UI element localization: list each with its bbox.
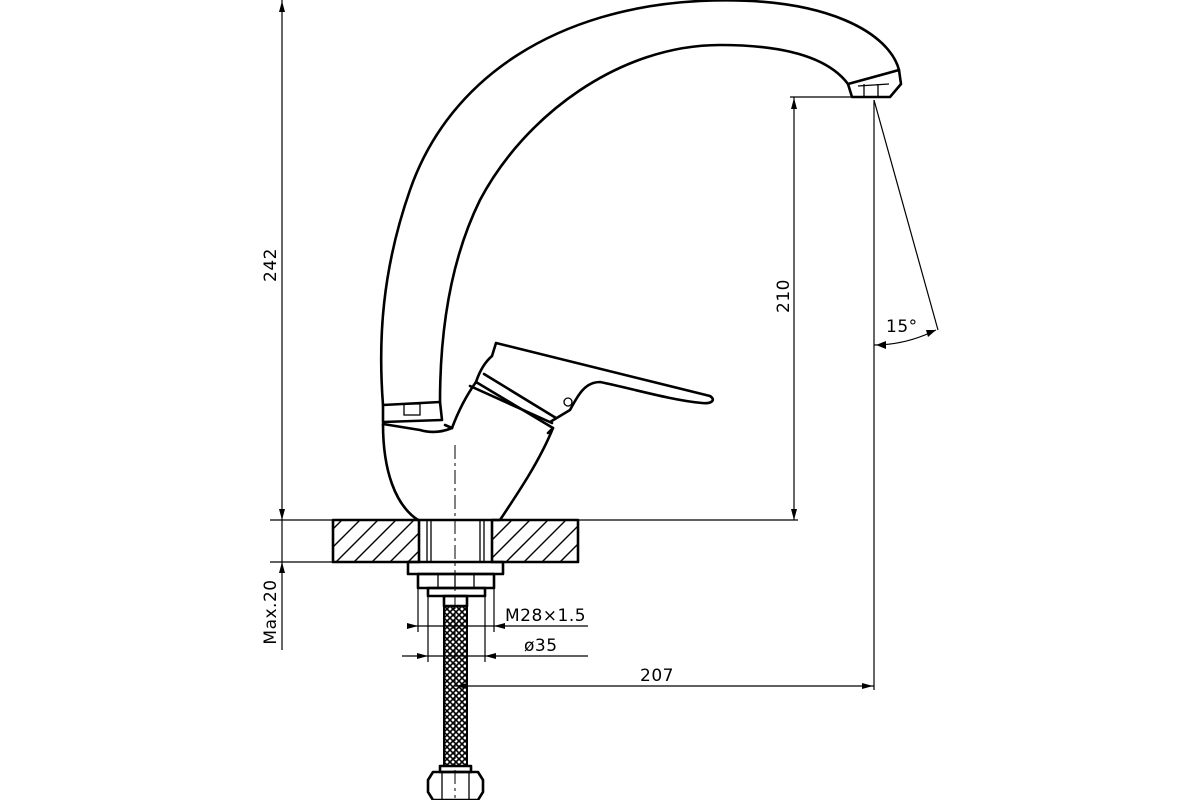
spout-tip [846,68,903,99]
countertop-hatching-left [333,520,419,562]
label-diameter: ø35 [524,636,558,656]
spout [379,0,903,424]
faucet-body [381,422,555,522]
label-total-height: 242 [261,248,281,282]
label-max-thickness: Max.20 [261,579,281,644]
dimension-total-height [270,0,340,521]
countertop [331,518,580,564]
dimension-spout-angle [873,99,939,690]
dimension-diameter [402,596,588,662]
dimension-max-thickness [270,520,333,650]
label-reach: 207 [640,666,674,686]
hose-hex-fitting [426,770,485,800]
label-thread: M28×1.5 [505,606,586,626]
dimension-thread [407,588,588,632]
label-spout-height: 210 [774,279,794,313]
spout-collar [381,400,444,424]
dimension-spout-height [578,96,852,521]
countertop-hatching-right [492,520,577,562]
label-spout-angle: 15° [886,317,918,337]
dimension-reach [455,683,874,689]
lever-handle [443,341,715,435]
